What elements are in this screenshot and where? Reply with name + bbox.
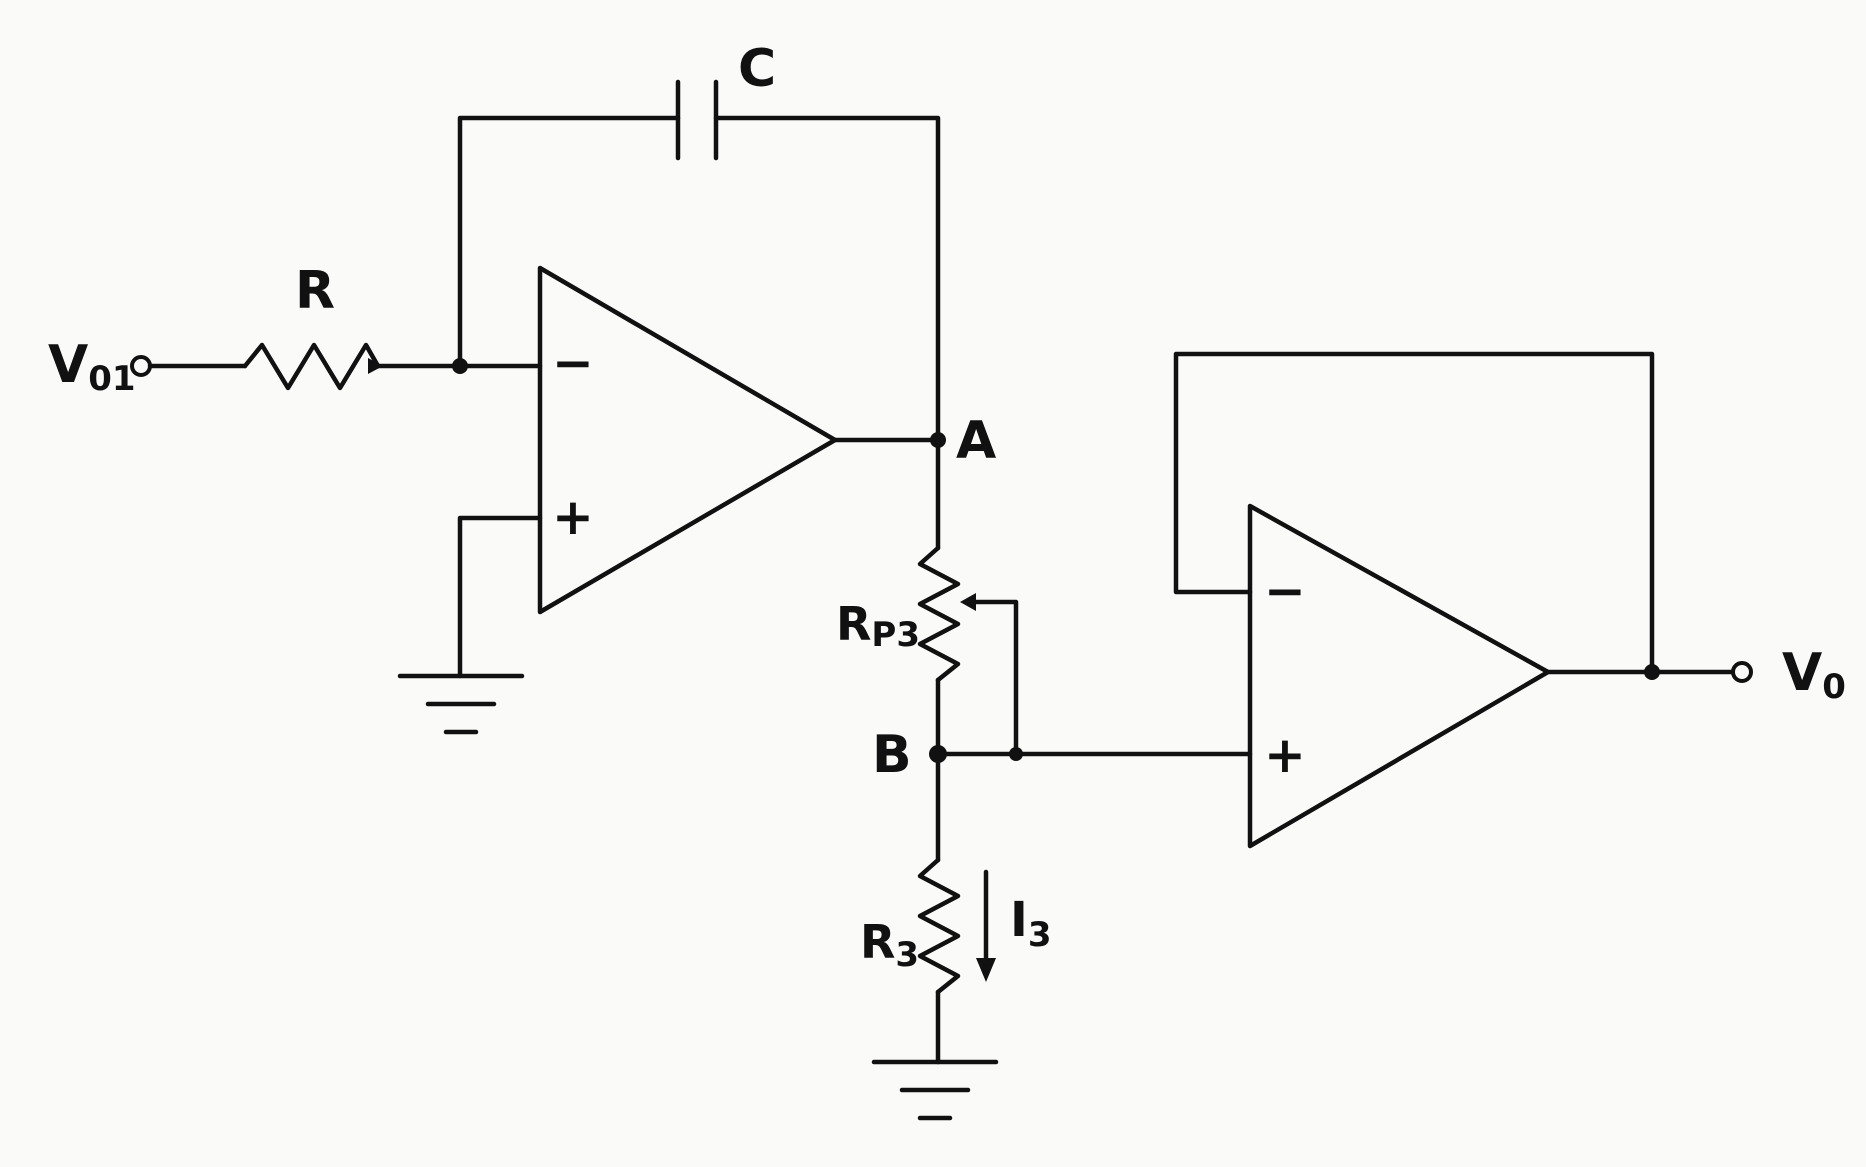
resistor-r3	[917, 857, 961, 995]
opamp1-minus-sign: −	[552, 334, 594, 392]
node-b-label: B	[872, 725, 912, 785]
input-resistor	[242, 342, 381, 391]
current-arrow-head	[976, 958, 996, 982]
input-resistor-label: R	[295, 261, 335, 321]
feedback-wire-right	[713, 115, 941, 443]
opamp2-triangle	[1247, 503, 1551, 849]
r3-label: R3	[860, 915, 919, 975]
input-arrow-head	[368, 358, 383, 374]
ground-symbol-bottom	[871, 1059, 999, 1121]
opamp2-plus-sign: +	[1264, 726, 1306, 784]
opamp1-triangle	[537, 265, 838, 615]
node-a-label: A	[956, 411, 996, 471]
input-terminal-label: V01	[48, 335, 136, 399]
opamp1-plus-sign: +	[552, 488, 594, 546]
output-node-dot	[1644, 664, 1660, 680]
feedback-wire-left	[457, 115, 681, 369]
ground-symbol-left	[397, 673, 525, 735]
pot-label: RP3	[836, 597, 920, 655]
output-terminal-label: V0	[1782, 643, 1846, 707]
pot-wiper-wire	[965, 599, 1019, 757]
current-label: I3	[1010, 892, 1052, 955]
capacitor-label: C	[738, 39, 776, 99]
potentiometer	[917, 545, 961, 683]
opamp2-minus-sign: −	[1264, 562, 1306, 620]
output-terminal	[1731, 661, 1753, 683]
pot-wiper-arrow	[960, 593, 976, 611]
opamp2-feedback-wire	[1173, 351, 1655, 675]
opamp1-noninverting-wire	[457, 515, 543, 679]
